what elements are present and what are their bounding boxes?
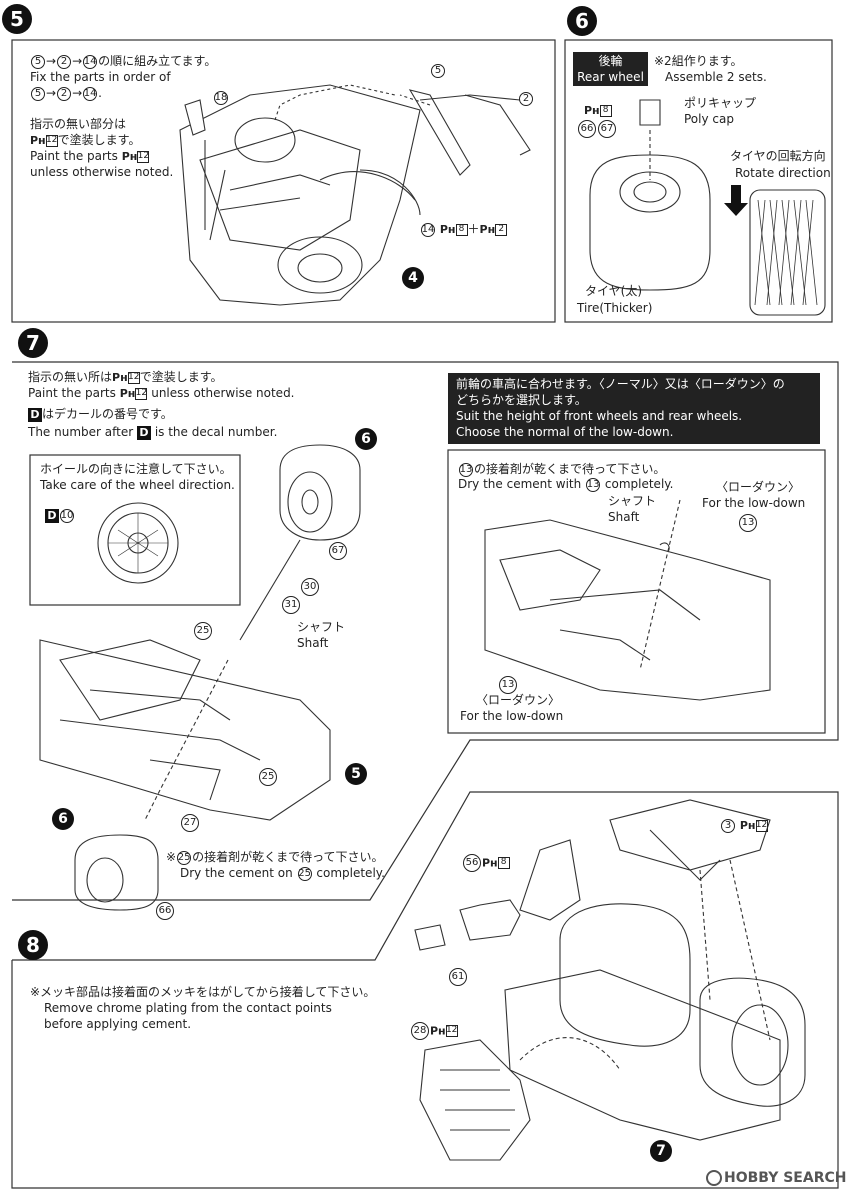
chrome-note-en-2: before applying cement. xyxy=(44,1017,192,1031)
tire-en: Tire(Thicker) xyxy=(577,301,653,315)
wheel-dir-jp: ホイールの向きに注意して下さい。 xyxy=(40,462,232,476)
step6-assemble-en: Assemble 2 sets. xyxy=(665,70,767,84)
step5-note-jp-2: Pн12で塗装します。 xyxy=(30,133,141,147)
step5-note-en-1: Paint the parts Pн12 xyxy=(30,149,150,163)
step8-step-ref-7: 7 xyxy=(650,1140,672,1162)
step6-drawing xyxy=(589,99,826,316)
step7-step-ref-5: 5 xyxy=(345,763,367,785)
watermark: HOBBY SEARCH xyxy=(706,1170,846,1186)
lowdown-en-right: For the low-down xyxy=(702,496,806,510)
step7-callout-31: 31 xyxy=(281,594,301,614)
step5-callout-2: 2 xyxy=(518,88,534,107)
step7-paint-en: Paint the parts Pн12 unless otherwise no… xyxy=(28,386,295,400)
step5-note-en-2: unless otherwise noted. xyxy=(30,165,174,179)
step8-frame xyxy=(11,791,839,1189)
step7-height-jp-2: どちらかを選択します。 xyxy=(456,393,587,407)
lowdown-jp-right: 〈ローダウン〉 xyxy=(716,480,801,494)
rotate-arrow-icon xyxy=(724,185,748,216)
step7-frame xyxy=(12,361,839,901)
step7-callout-66: 66 xyxy=(155,900,175,920)
step5-order-seq: 5→2→14. xyxy=(30,86,102,102)
step7-shaft-jp: シャフト xyxy=(297,620,346,634)
lowdown-callout-13-right: 13 xyxy=(738,512,758,532)
step7-callout-25: 25 xyxy=(193,620,213,640)
step7-height-en-1: Suit the height of front wheels and rear… xyxy=(456,409,743,423)
wheel-dir-en: Take care of the wheel direction. xyxy=(40,478,235,492)
chrome-note-jp: ※メッキ部品は接着面のメッキをはがしてから接着して下さい。 xyxy=(30,985,376,999)
step7-height-jp-1: 前輪の車高に合わせます。〈ノーマル〉又は〈ローダウン〉の xyxy=(456,377,785,391)
step6-header-box: 後輪 Rear wheel xyxy=(573,52,648,86)
step7-height-box: 前輪の車高に合わせます。〈ノーマル〉又は〈ローダウン〉の どちらかを選択します。… xyxy=(448,373,820,444)
rotate-en: Rotate direction xyxy=(735,166,831,180)
step6-header-jp: 後輪 xyxy=(598,54,623,68)
step8-drawing xyxy=(414,799,806,1161)
cement25-en: Dry the cement on 25 completely. xyxy=(180,866,385,881)
step5-note-jp-1: 指示の無い部分は xyxy=(30,117,127,131)
lowdown-en-left: For the low-down xyxy=(460,709,564,723)
rotate-jp: タイヤの回転方向 xyxy=(730,149,826,163)
step7-paint-jp: 指示の無い所はPн12で塗装します。 xyxy=(28,370,223,384)
step7-number: 7 xyxy=(18,328,48,358)
step7-callout-25b: 25 xyxy=(258,766,278,786)
step6-frame xyxy=(564,39,833,323)
step5-callout-18: 18 xyxy=(214,90,228,105)
lowdown-callout-13-left: 13 xyxy=(498,674,518,694)
step7-drawing-left xyxy=(39,444,361,911)
step6-assemble-jp: ※2組作ります。 xyxy=(654,54,743,68)
step8-number: 8 xyxy=(18,930,48,960)
step7-drawing-right xyxy=(484,499,771,701)
cement13-en: Dry the cement with 13 completely. xyxy=(458,477,674,492)
chrome-note-en-1: Remove chrome plating from the contact p… xyxy=(44,1001,332,1015)
lowdown-jp-left: 〈ローダウン〉 xyxy=(476,693,561,707)
wheel-dir-frame xyxy=(29,454,241,606)
step6-header-en: Rear wheel xyxy=(577,70,644,84)
polycap-en: Poly cap xyxy=(684,112,734,126)
polycap-jp: ポリキャップ xyxy=(684,96,757,110)
step5-drawing xyxy=(179,84,531,306)
step7-shaft-en: Shaft xyxy=(297,636,329,650)
step7-callout-27: 27 xyxy=(180,812,200,832)
step6-number: 6 xyxy=(567,6,597,36)
step5-callout-5: 5 xyxy=(430,60,446,79)
step5-number: 5 xyxy=(2,4,32,34)
lowdown-shaft-jp: シャフト xyxy=(608,494,657,508)
step7-height-en-2: Choose the normal of the low-down. xyxy=(456,425,674,439)
step8-callout-3: 3 Pн12 xyxy=(720,818,768,834)
hobbysearch-logo-icon xyxy=(706,1170,722,1186)
step7-callout-6b: 6 xyxy=(52,808,74,830)
step7-callout-67: 67 xyxy=(328,540,348,560)
step7-decal-en: The number after D is the decal number. xyxy=(28,425,278,440)
step5-step-ref-4: 4 xyxy=(402,267,424,289)
step8-callout-61: 61 xyxy=(448,966,468,986)
lowdown-frame xyxy=(447,449,826,734)
step7-callout-6: 6 xyxy=(355,428,377,450)
lowdown-shaft-en: Shaft xyxy=(608,510,640,524)
step5-frame xyxy=(11,39,556,323)
tire-jp: タイヤ(太) xyxy=(585,284,643,298)
step7-callout-30: 30 xyxy=(300,576,320,596)
step5-order-en: Fix the parts in order of xyxy=(30,70,171,84)
